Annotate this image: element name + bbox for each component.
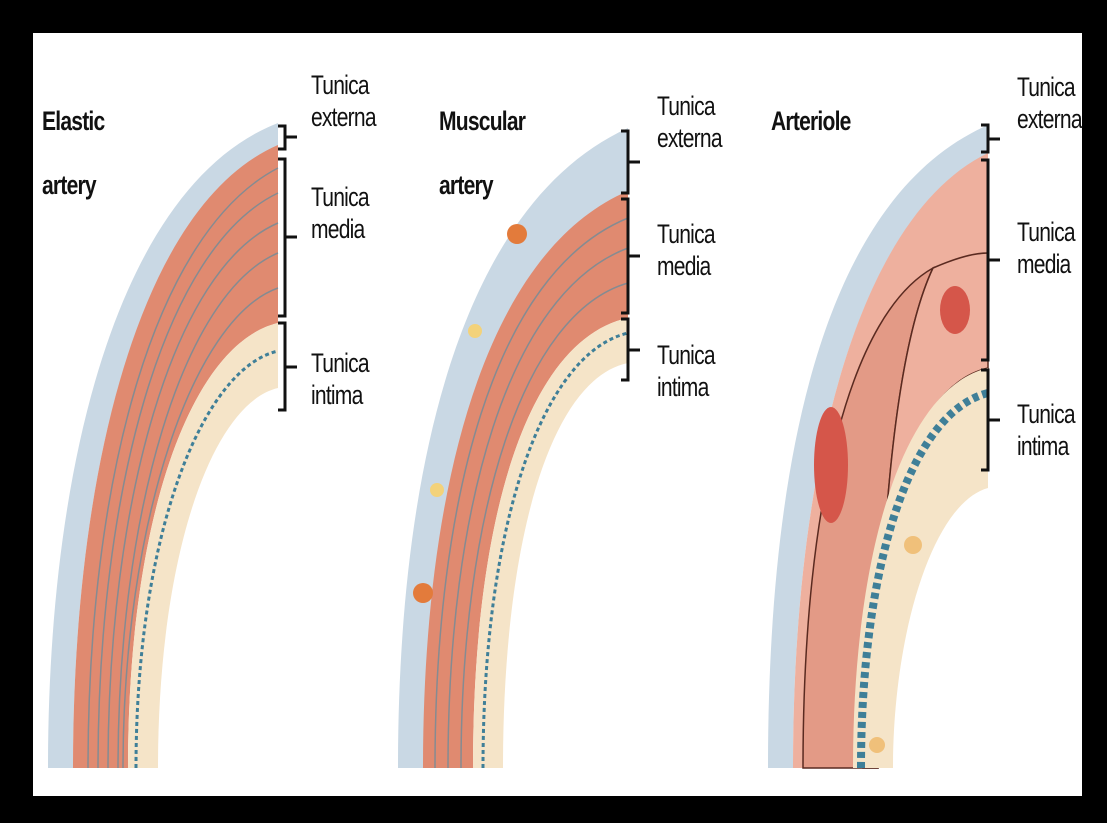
label-tunica-externa: Tunica externa [1017, 71, 1082, 135]
title-line: artery [439, 169, 525, 201]
label-tunica-intima: Tunica intima [311, 347, 369, 411]
label-line: intima [311, 379, 369, 411]
label-tunica-intima: Tunica intima [657, 339, 715, 403]
label-tunica-externa: Tunica externa [657, 90, 722, 154]
label-tunica-media: Tunica media [311, 181, 369, 245]
label-line: intima [1017, 430, 1075, 462]
label-line: Tunica [657, 218, 715, 250]
label-line: externa [657, 122, 722, 154]
muscular-artery-title: Muscular artery [439, 73, 525, 233]
label-line: Tunica [657, 90, 722, 122]
label-line: externa [1017, 103, 1082, 135]
label-line: Tunica [1017, 216, 1075, 248]
artery-illustrations [33, 33, 1082, 796]
elastic-artery-title: Elastic artery [42, 73, 104, 233]
label-line: externa [311, 101, 376, 133]
externa-cell [413, 583, 433, 603]
label-tunica-media: Tunica media [1017, 216, 1075, 280]
externa-cell [468, 324, 482, 338]
label-line: media [311, 213, 369, 245]
label-line: Tunica [311, 347, 369, 379]
label-tunica-intima: Tunica intima [1017, 398, 1075, 462]
label-line: Tunica [311, 181, 369, 213]
label-line: media [657, 250, 715, 282]
title-line: artery [42, 169, 104, 201]
label-line: Tunica [311, 69, 376, 101]
label-line: Tunica [657, 339, 715, 371]
intima-cell [869, 737, 885, 753]
label-tunica-externa: Tunica externa [311, 69, 376, 133]
label-line: media [1017, 248, 1075, 280]
muscle-nucleus [940, 286, 970, 334]
label-line: Tunica [1017, 398, 1075, 430]
title-line: Muscular [439, 105, 525, 137]
label-tunica-media: Tunica media [657, 218, 715, 282]
title-line: Elastic [42, 105, 104, 137]
label-line: Tunica [1017, 71, 1082, 103]
intima-cell [904, 536, 922, 554]
arteriole-cross-section [768, 125, 988, 768]
diagram-canvas: Elastic artery Muscular artery Arteriole… [33, 33, 1082, 796]
label-line: intima [657, 371, 715, 403]
externa-cell [430, 483, 444, 497]
title-line: Arteriole [771, 105, 851, 137]
muscle-nucleus [814, 407, 848, 523]
arteriole-title: Arteriole [771, 73, 851, 201]
